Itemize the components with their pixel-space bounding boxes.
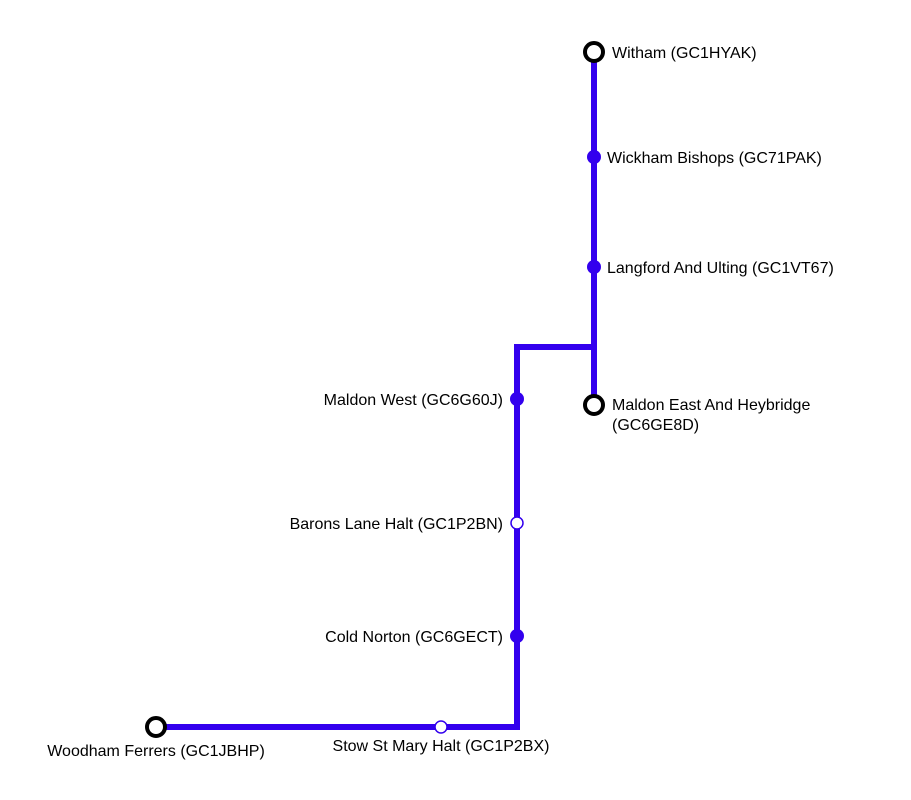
terminus-marker: [145, 716, 167, 738]
station-label-line-2: (GC6GE8D): [612, 417, 699, 434]
terminus-marker: [583, 394, 605, 416]
station-label: Cold Norton (GC6GECT): [325, 629, 503, 646]
station-maldon-west[interactable]: Maldon West (GC6G60J): [324, 392, 524, 409]
station-langford-and-ulting[interactable]: Langford And Ulting (GC1VT67): [587, 260, 834, 277]
station-marker: [510, 392, 524, 406]
station-label: Langford And Ulting (GC1VT67): [607, 260, 834, 277]
halt-marker: [510, 516, 524, 530]
station-marker: [587, 260, 601, 274]
station-marker: [587, 150, 601, 164]
branch-line: [156, 344, 594, 730]
terminus-marker: [583, 41, 605, 63]
station-witham[interactable]: Witham (GC1HYAK): [583, 41, 757, 63]
station-label-line-1: Maldon East And Heybridge: [612, 397, 810, 414]
station-label: Maldon West (GC6G60J): [324, 392, 503, 409]
station-label: Stow St Mary Halt (GC1P2BX): [333, 738, 550, 755]
station-marker: [510, 629, 524, 643]
station-label: Witham (GC1HYAK): [612, 45, 757, 62]
station-cold-norton[interactable]: Cold Norton (GC6GECT): [325, 629, 524, 646]
station-stow-st-mary-halt[interactable]: Stow St Mary Halt (GC1P2BX): [333, 720, 550, 755]
station-maldon-east-and-heybridge[interactable]: Maldon East And Heybridge (GC6GE8D): [583, 394, 810, 434]
station-woodham-ferrers[interactable]: Woodham Ferrers (GC1JBHP): [47, 716, 265, 760]
station-barons-lane-halt[interactable]: Barons Lane Halt (GC1P2BN): [290, 516, 524, 533]
halt-marker: [434, 720, 448, 734]
station-label: Wickham Bishops (GC71PAK): [607, 150, 822, 167]
station-label: Woodham Ferrers (GC1JBHP): [47, 743, 265, 760]
station-label: Barons Lane Halt (GC1P2BN): [290, 516, 503, 533]
station-wickham-bishops[interactable]: Wickham Bishops (GC71PAK): [587, 150, 822, 167]
